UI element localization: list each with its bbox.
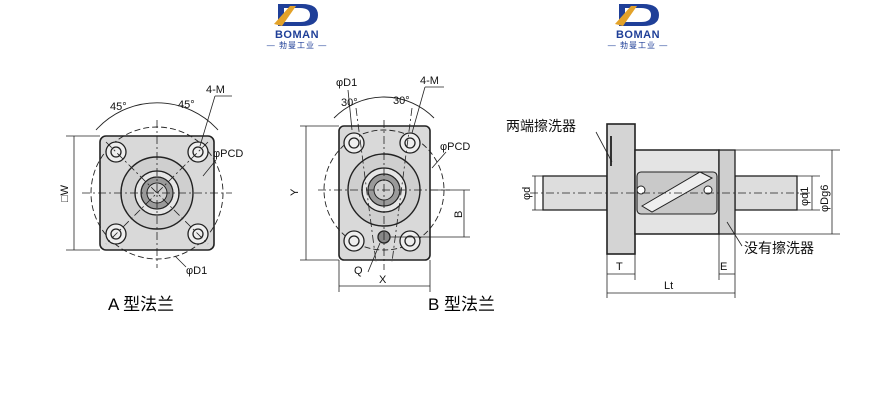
flange-a-drawing: [66, 95, 232, 268]
washer-none-label: 没有擦洗器: [744, 240, 814, 256]
brand-logo-right: BOMAN — 勃曼工业 —: [593, 2, 683, 50]
b-holes-label: 4-M: [420, 75, 439, 87]
b-angle-left-label: 30°: [341, 97, 358, 109]
dg6-label: φDg6: [819, 185, 831, 212]
lt-label: Lt: [664, 280, 673, 292]
d1-label: φd1: [799, 187, 811, 206]
b-x-label: X: [379, 274, 387, 286]
b-d1-label: φD1: [336, 77, 357, 89]
flange-b-caption: B 型法兰: [428, 295, 496, 314]
a-angle-left-label: 45°: [110, 101, 127, 113]
flange-a-caption: A 型法兰: [108, 295, 175, 314]
logo-name: BOMAN: [615, 29, 661, 41]
a-width-label: □W: [59, 184, 71, 202]
flange-b-drawing: [300, 86, 470, 292]
a-angle-right-label: 45°: [178, 99, 195, 111]
a-holes-label: 4-M: [206, 84, 225, 96]
side-view-drawing: [530, 123, 840, 298]
a-d1-label: φD1: [186, 265, 207, 277]
logo-name: BOMAN: [274, 29, 320, 41]
boman-logo-icon: [274, 4, 318, 26]
logo-subtitle: — 勃曼工业 —: [607, 41, 669, 50]
t-label: T: [616, 261, 623, 273]
b-b-label: B: [453, 211, 465, 218]
washer-both-label: 两端擦洗器: [506, 118, 576, 134]
b-pcd-label: φPCD: [440, 141, 470, 153]
a-pcd-label: φPCD: [213, 148, 243, 160]
boman-logo-icon: [615, 4, 659, 26]
shaft-d-label: φd: [521, 187, 533, 200]
b-angle-right-label: 30°: [393, 95, 410, 107]
b-q-label: Q: [354, 265, 363, 277]
e-label: E: [720, 261, 727, 273]
logo-subtitle: — 勃曼工业 —: [266, 41, 328, 50]
brand-logo-left: BOMAN — 勃曼工业 —: [252, 2, 342, 50]
b-y-label: Y: [289, 188, 301, 196]
